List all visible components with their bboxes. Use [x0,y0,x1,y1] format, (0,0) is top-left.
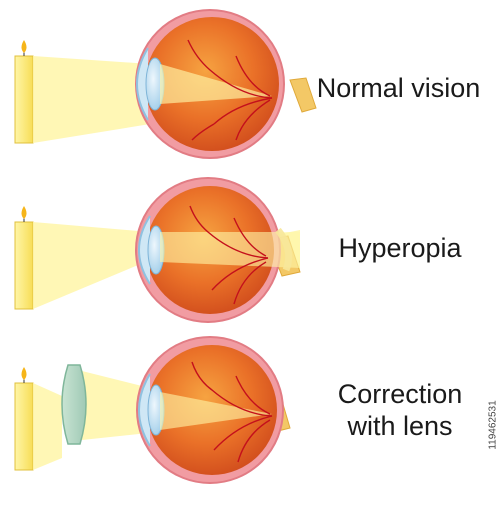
hyperopia-row [14,177,301,323]
eye-correction [136,336,291,484]
candle-normal [14,40,34,144]
eye-hyperopia [135,177,301,323]
eye-normal [135,9,317,159]
light-beam-inside-hyperopia [160,232,300,268]
cornea [138,215,151,285]
corrective-lens [61,364,87,445]
label-correction-line1: Correction [337,379,463,409]
light-beam-inside-correction [160,392,272,430]
optic-nerve [289,77,317,113]
cornea [138,373,151,447]
label-normal-vision: Normal vision [316,73,481,103]
blood-vessels [189,205,269,305]
label-correction-line2: with lens [347,411,453,441]
blood-vessels [191,361,273,463]
focal-point-behind-retina [275,227,293,272]
light-beam-correction [33,383,62,470]
cornea [136,47,149,121]
light-beam-inside-normal [160,64,272,104]
label-hyperopia: Hyperopia [338,233,462,263]
normal-vision-row [14,9,317,159]
candle-correction [14,367,34,471]
label-correction: Correction with lens [320,378,480,442]
stock-id-text: 119462531 [487,400,499,450]
correction-row [14,336,291,484]
blood-vessels [187,39,273,141]
candle-hyperopia [14,206,34,310]
stock-id-watermark: 119462531 [487,370,499,480]
